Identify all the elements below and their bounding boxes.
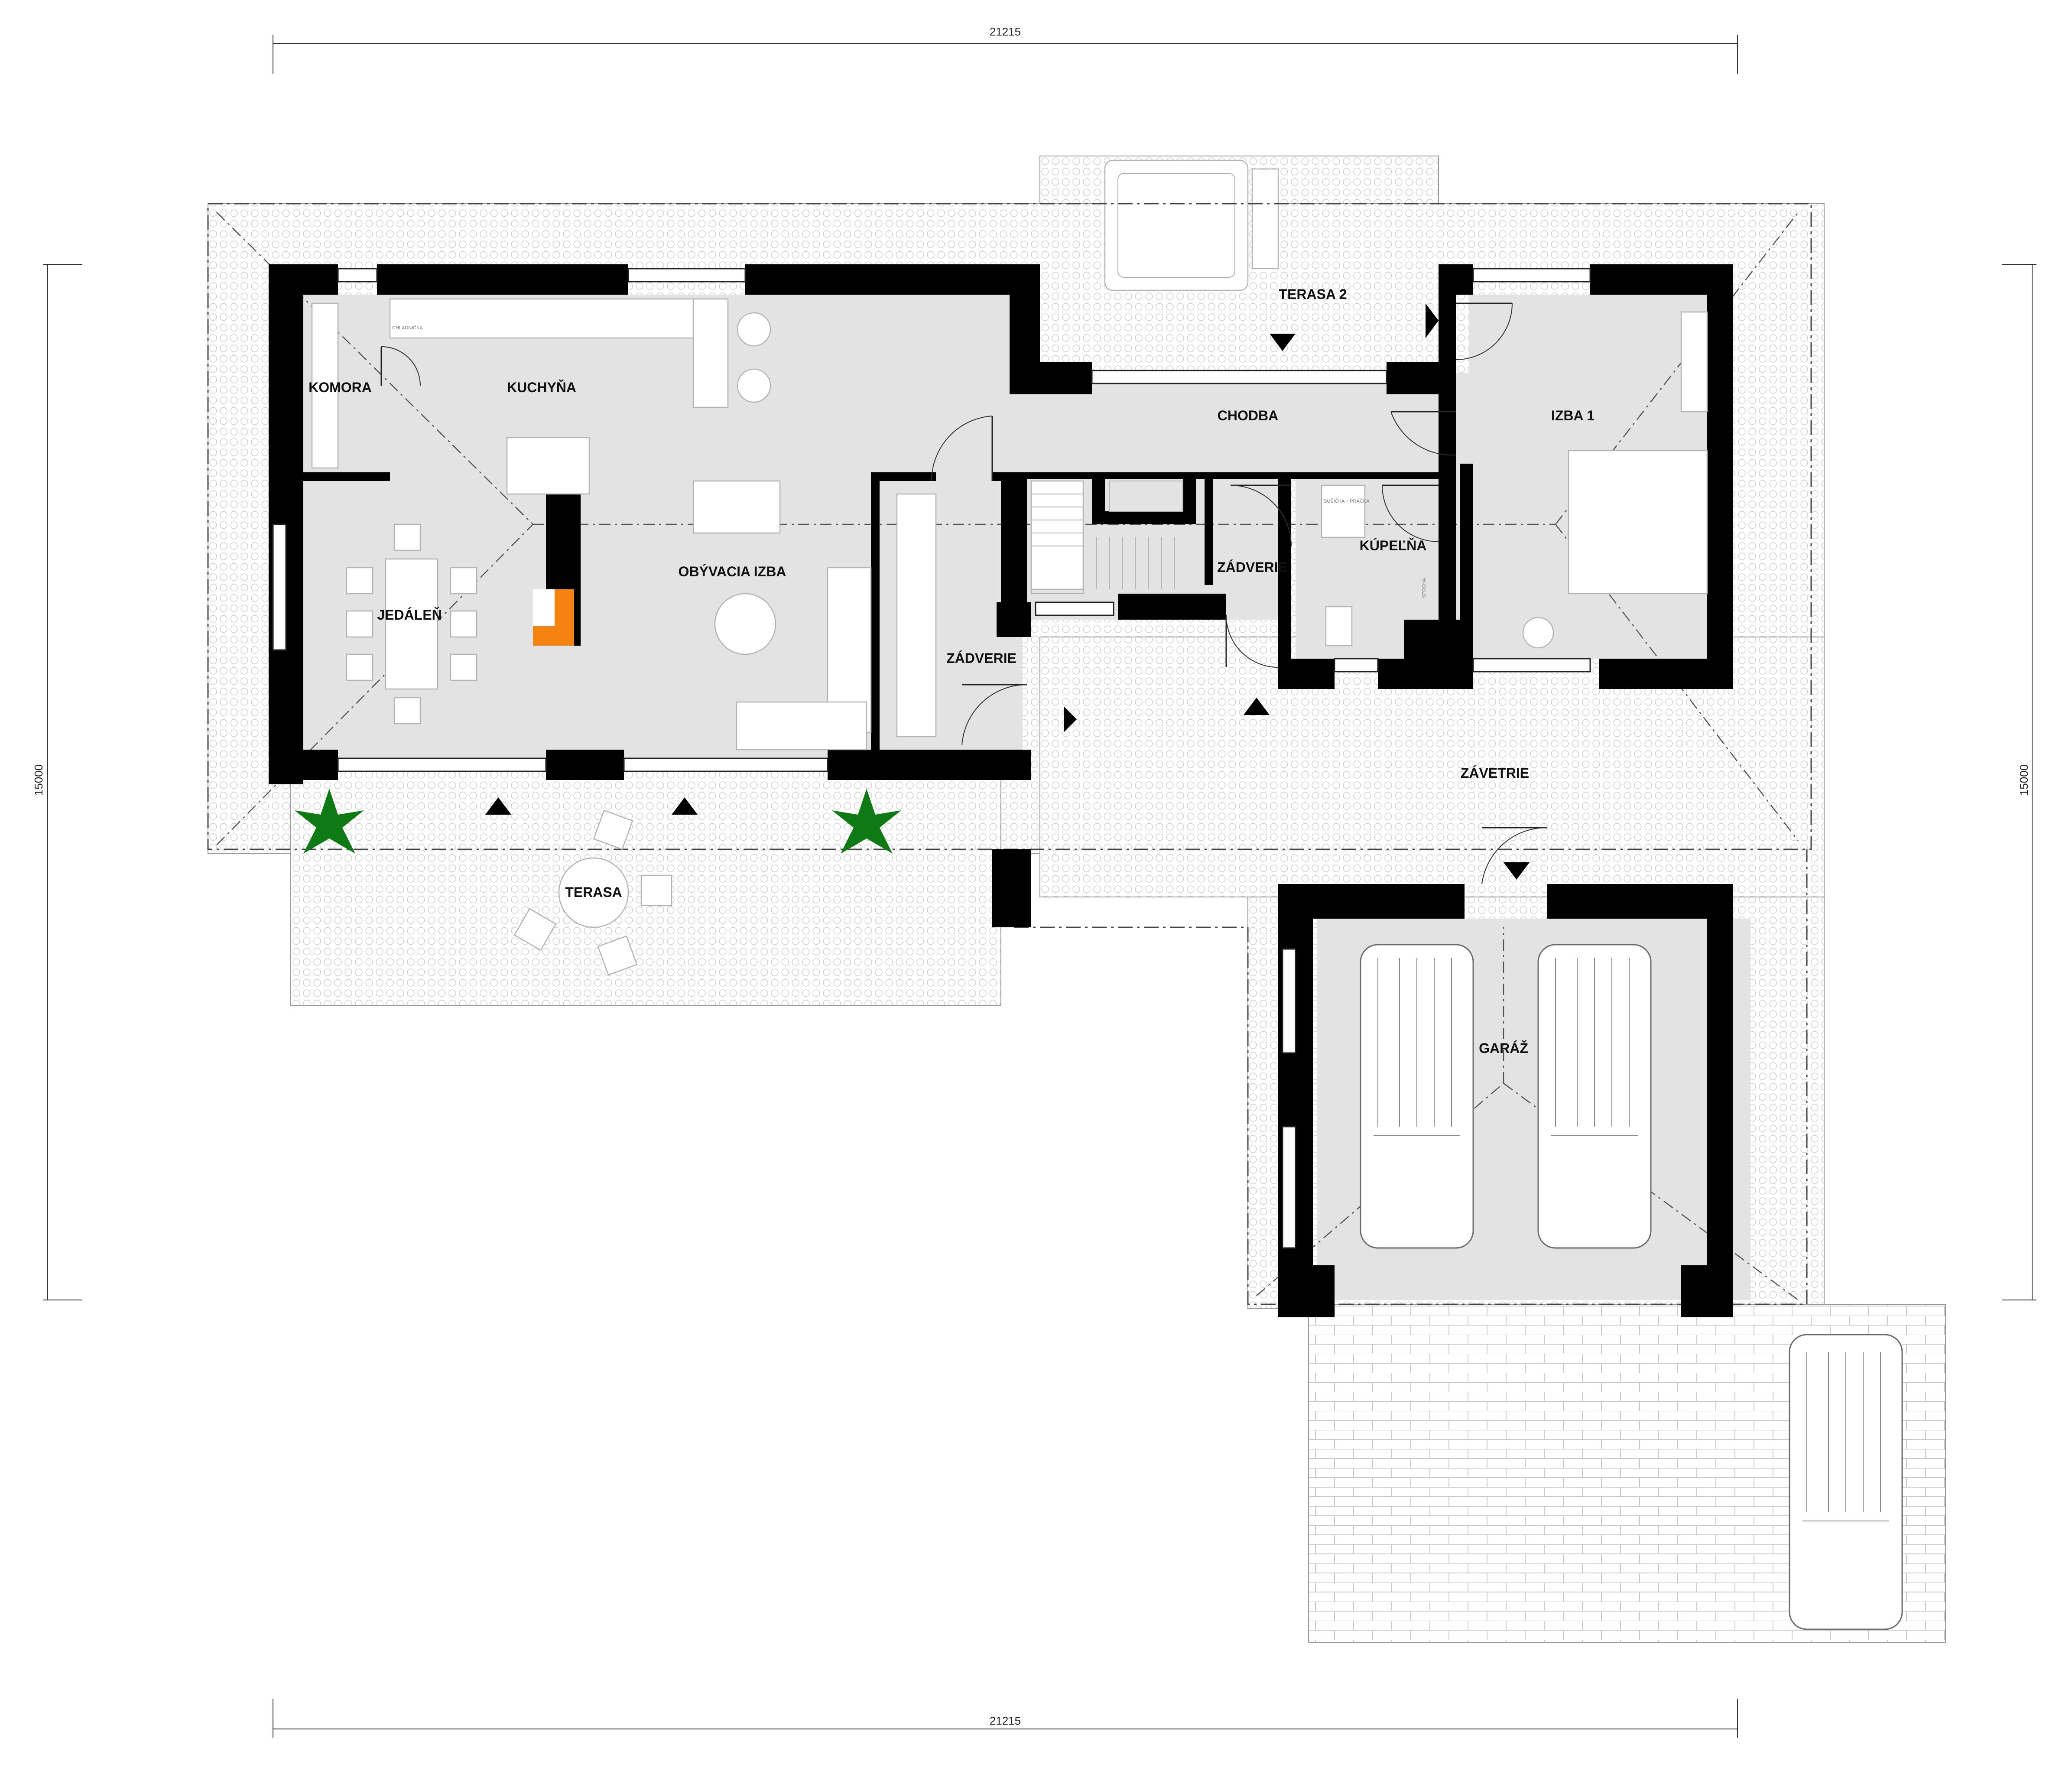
arrow-icon [672,797,698,815]
room-label-zavetrie: ZÁVETRIE [1461,765,1529,781]
room-label-zadverie-main: ZÁDVERIE [946,650,1017,666]
dimension-height-right: 15000 [2017,764,2030,796]
stairs [1030,480,1175,590]
dimension-lines: 21215 21215 15000 15000 [32,25,2036,1738]
plant-icon [295,789,364,854]
windows [272,268,1591,1249]
room-label-jedalen: JEDÁLEŇ [377,607,442,623]
arrow-icon [1244,698,1270,715]
room-label-terasa: TERASA [565,884,622,900]
arrow-icon [1426,303,1439,338]
terrace-furniture [513,809,672,976]
room-label-izba1: IZBA 1 [1551,408,1595,423]
arrow-icon [485,797,511,815]
dimension-width-top: 21215 [990,25,1021,38]
room-label-kupelna: KÚPEĽŇA [1360,538,1427,553]
room-label-komora: KOMORA [309,380,372,395]
hot-tub [1104,159,1279,291]
doors [380,302,1547,884]
plant-icon [832,789,901,854]
entry-arrows [485,303,1530,880]
room-label-chodba: CHODBA [1218,408,1278,423]
furniture: CHLADNIČKA SUŠIČKA + PRÁČKA SPRCHA [311,298,1708,751]
arrow-icon [1064,706,1077,732]
dimension-height-left: 15000 [32,764,45,796]
arrow-icon [1504,862,1530,880]
plants [295,789,901,854]
room-label-obyvacia-izba: OBÝVACIA IZBA [679,564,786,579]
washer-label: SUŠIČKA + PRÁČKA [1324,498,1370,504]
fridge-label: CHLADNIČKA [392,325,423,331]
room-label-terasa2: TERASA 2 [1279,286,1347,302]
room-label-kuchyna: KUCHYŇA [507,380,576,395]
room-labels: KOMORA KUCHYŇA CHODBA IZBA 1 TERASA 2 JE… [309,286,1595,1056]
shower-label: SPRCHA [1422,578,1427,598]
room-label-zadverie-back: ZÁDVERIE [1217,559,1287,575]
garage-cars [1360,944,1903,1630]
arrow-icon [1270,334,1296,351]
room-label-garaz: GARÁŽ [1479,1040,1528,1056]
dimension-width-bottom: 21215 [990,1714,1021,1727]
